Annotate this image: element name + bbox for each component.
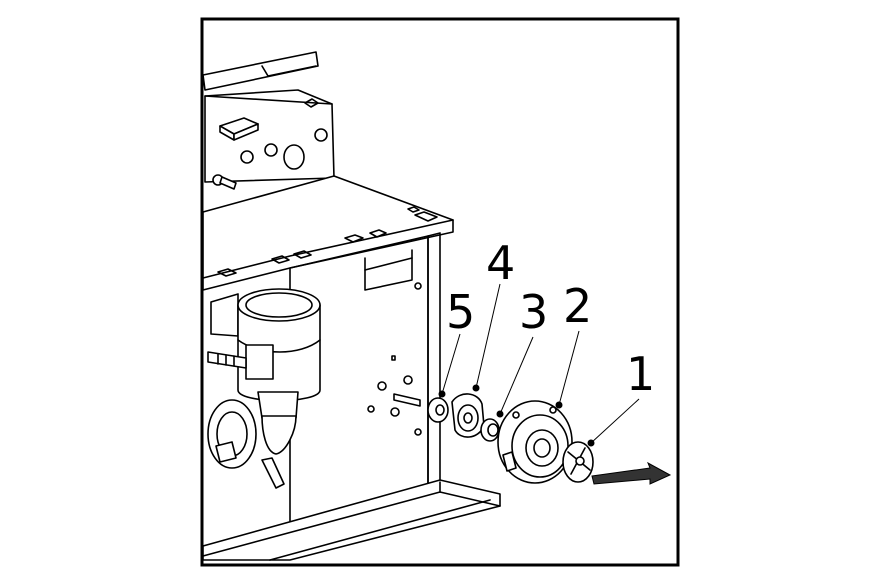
- callout-3-label: 3: [519, 285, 548, 339]
- part-4-cam-plate: [451, 393, 485, 438]
- part-1-knob: [562, 441, 594, 483]
- part-5-bushing: [427, 397, 449, 423]
- machine-body: [202, 51, 501, 561]
- part-3-washer: [480, 418, 500, 442]
- callout-4-label: 4: [486, 236, 515, 290]
- callout-1-label: 1: [626, 347, 655, 401]
- callout-5-label: 5: [446, 285, 475, 339]
- direction-arrow: [591, 461, 672, 485]
- part-2-flange-housing: [497, 400, 573, 484]
- callout-2-label: 2: [563, 279, 592, 333]
- leader-lines: [438, 283, 640, 447]
